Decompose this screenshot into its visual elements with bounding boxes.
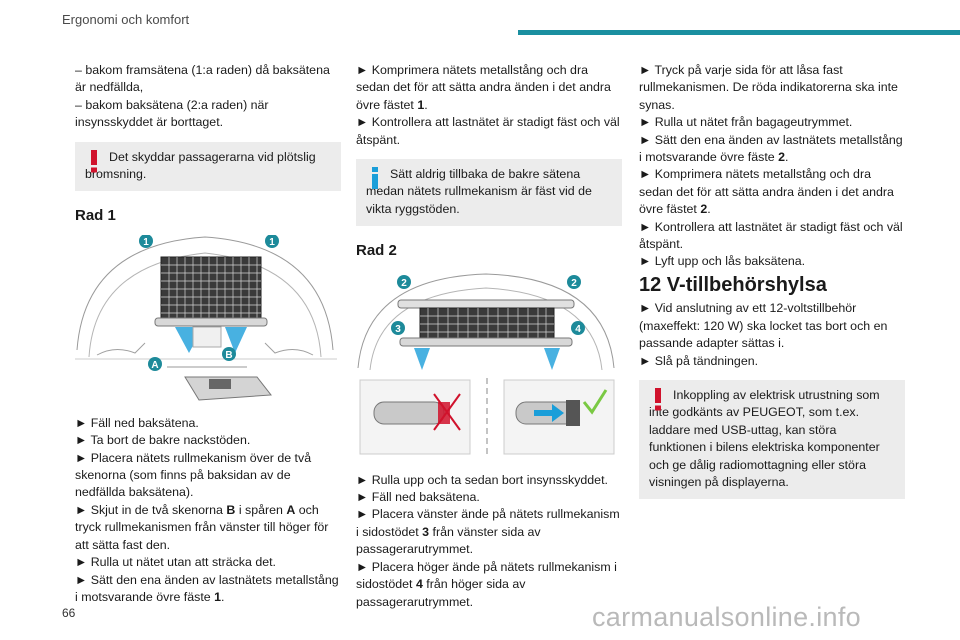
exclamation-icon [91, 149, 97, 173]
step: ► Tryck på varje sida för att låsa fast … [639, 63, 898, 112]
note-text: Sätt aldrig tillbaka de bakre sätena med… [366, 167, 592, 216]
warning-note: Inkoppling av elektrisk utrustning som i… [639, 379, 905, 500]
step: ► Placera nätets rullmekanism över de tv… [75, 450, 312, 500]
step: ► Fäll ned baksätena. [356, 490, 480, 505]
step: ► Sätt den ena änden av lastnätets metal… [75, 572, 339, 604]
step: ► Fäll ned baksätena. [75, 415, 199, 430]
step: ► Kontrollera att lastnätet är stadigt f… [639, 219, 903, 252]
marker-a: A [151, 360, 158, 371]
illustration-row-1: 1 1 A B [75, 233, 337, 403]
exclamation-icon [655, 387, 661, 411]
step: ► Komprimera nätets metallstång och dra … [639, 167, 894, 217]
row-1-diagram: 1 1 A B [75, 233, 337, 401]
warning-note: Det skyddar passagerarna vid plötslig br… [75, 141, 341, 192]
step: ► Ta bort de bakre nackstöden. [75, 433, 251, 448]
step: ► Rulla upp och ta sedan bort insynsskyd… [356, 472, 608, 487]
section-heading: Rad 2 [356, 242, 397, 260]
marker-3: 3 [395, 324, 401, 335]
header-title: Ergonomi och komfort [62, 12, 190, 27]
step: ► Sätt den ena änden av lastnätets metal… [639, 132, 903, 165]
intro-line: – bakom framsätena (1:a raden) då baksät… [75, 63, 330, 95]
intro-line: – bakom baksätena (2:a raden) när insyns… [75, 97, 269, 130]
row-2-diagram: 2 2 3 4 [357, 273, 615, 456]
marker-b: B [225, 350, 232, 361]
illustration-row-2: 2 2 3 4 [356, 270, 618, 460]
step: ► Kontrollera att lastnätet är stadigt f… [356, 115, 620, 147]
step: ► Rulla ut nätet från bagageutrymmet. [639, 115, 853, 130]
page-number: 66 [62, 606, 76, 620]
step: ► Placera vänster ände på nätets rullmek… [356, 507, 620, 557]
column-2: ► Komprimera nätets metallstång och dra … [356, 62, 622, 611]
marker-2-right: 2 [571, 278, 577, 289]
step: ► Slå på tändningen. [639, 353, 759, 368]
note-text: Inkoppling av elektrisk utrustning som i… [649, 387, 880, 489]
watermark: carmanualsonline.info [592, 602, 861, 632]
info-note: Sätt aldrig tillbaka de bakre sätena med… [356, 159, 622, 227]
step: ► Lyft upp och lås baksätena. [639, 254, 806, 269]
info-icon [372, 167, 378, 190]
column-1: – bakom framsätena (1:a raden) då baksät… [75, 62, 341, 606]
section-heading: Rad 1 [75, 207, 116, 225]
marker-1-right: 1 [269, 237, 275, 248]
note-text: Det skyddar passagerarna vid plötslig br… [85, 149, 316, 182]
marker-2-left: 2 [401, 278, 407, 289]
step: ► Vid anslutning av ett 12-voltstillbehö… [639, 301, 888, 351]
section-heading: 12 V-tillbehörshylsa [639, 273, 827, 296]
step: ► Rulla ut nätet utan att sträcka det. [75, 555, 276, 570]
step: ► Placera höger ände på nätets rullmekan… [356, 559, 617, 609]
step: ► Skjut in de två skenorna B i spåren A … [75, 502, 329, 552]
column-3: ► Tryck på varje sida för att låsa fast … [639, 62, 905, 513]
step: ► Komprimera nätets metallstång och dra … [356, 63, 611, 112]
header-accent-bar [518, 30, 960, 35]
marker-1-left: 1 [143, 237, 149, 248]
marker-4: 4 [575, 324, 581, 335]
